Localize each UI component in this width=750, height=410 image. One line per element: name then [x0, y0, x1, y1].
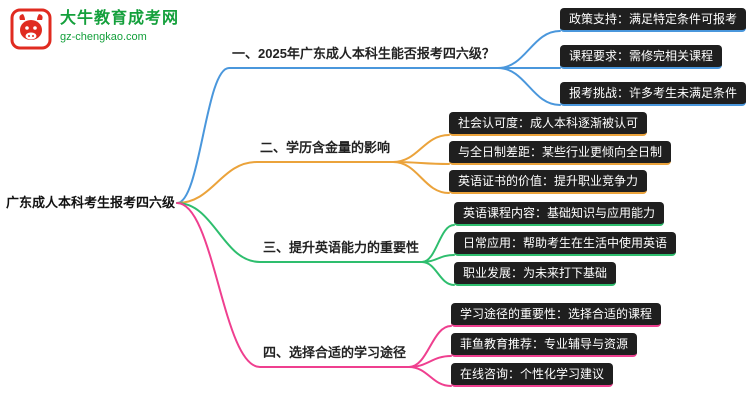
- branch-3-child: 职业发展：为未来打下基础: [454, 262, 617, 286]
- branch-3-label: 三、提升英语能力的重要性: [260, 239, 423, 263]
- branch-1-child: 政策支持：满足特定条件可报考: [560, 8, 747, 32]
- site-name: 大牛教育成考网: [60, 10, 180, 27]
- branch-2-child: 与全日制差距：某些行业更倾向全日制: [449, 141, 672, 165]
- branch-2-child: 社会认可度：成人本科逐渐被认可: [449, 112, 648, 136]
- branch-4-child: 在线咨询：个性化学习建议: [451, 363, 614, 387]
- site-url: gz-chengkao.com: [60, 31, 147, 44]
- branch-1-child: 报考挑战：许多考生未满足条件: [560, 82, 747, 106]
- branch-4-label: 四、选择合适的学习途径: [260, 344, 410, 368]
- bull-icon: [10, 8, 52, 50]
- branch-2-child: 英语证书的价值：提升职业竞争力: [449, 170, 648, 194]
- root-node: 广东成人本科考生报考四六级: [6, 195, 176, 210]
- branch-3-child: 英语课程内容：基础知识与应用能力: [454, 202, 665, 226]
- branch-3-child: 日常应用：帮助考生在生活中使用英语: [454, 232, 677, 256]
- branch-4-child: 学习途径的重要性：选择合适的课程: [451, 303, 662, 327]
- branch-2-label: 二、学历含金量的影响: [257, 139, 394, 163]
- branch-4-child: 菲鱼教育推荐：专业辅导与资源: [451, 333, 638, 357]
- branch-1-child: 课程要求：需修完相关课程: [560, 45, 723, 69]
- branch-1-label: 一、2025年广东成人本科生能否报考四六级？: [229, 45, 498, 69]
- site-logo[interactable]: 大牛教育成考网 gz-chengkao.com: [10, 8, 179, 50]
